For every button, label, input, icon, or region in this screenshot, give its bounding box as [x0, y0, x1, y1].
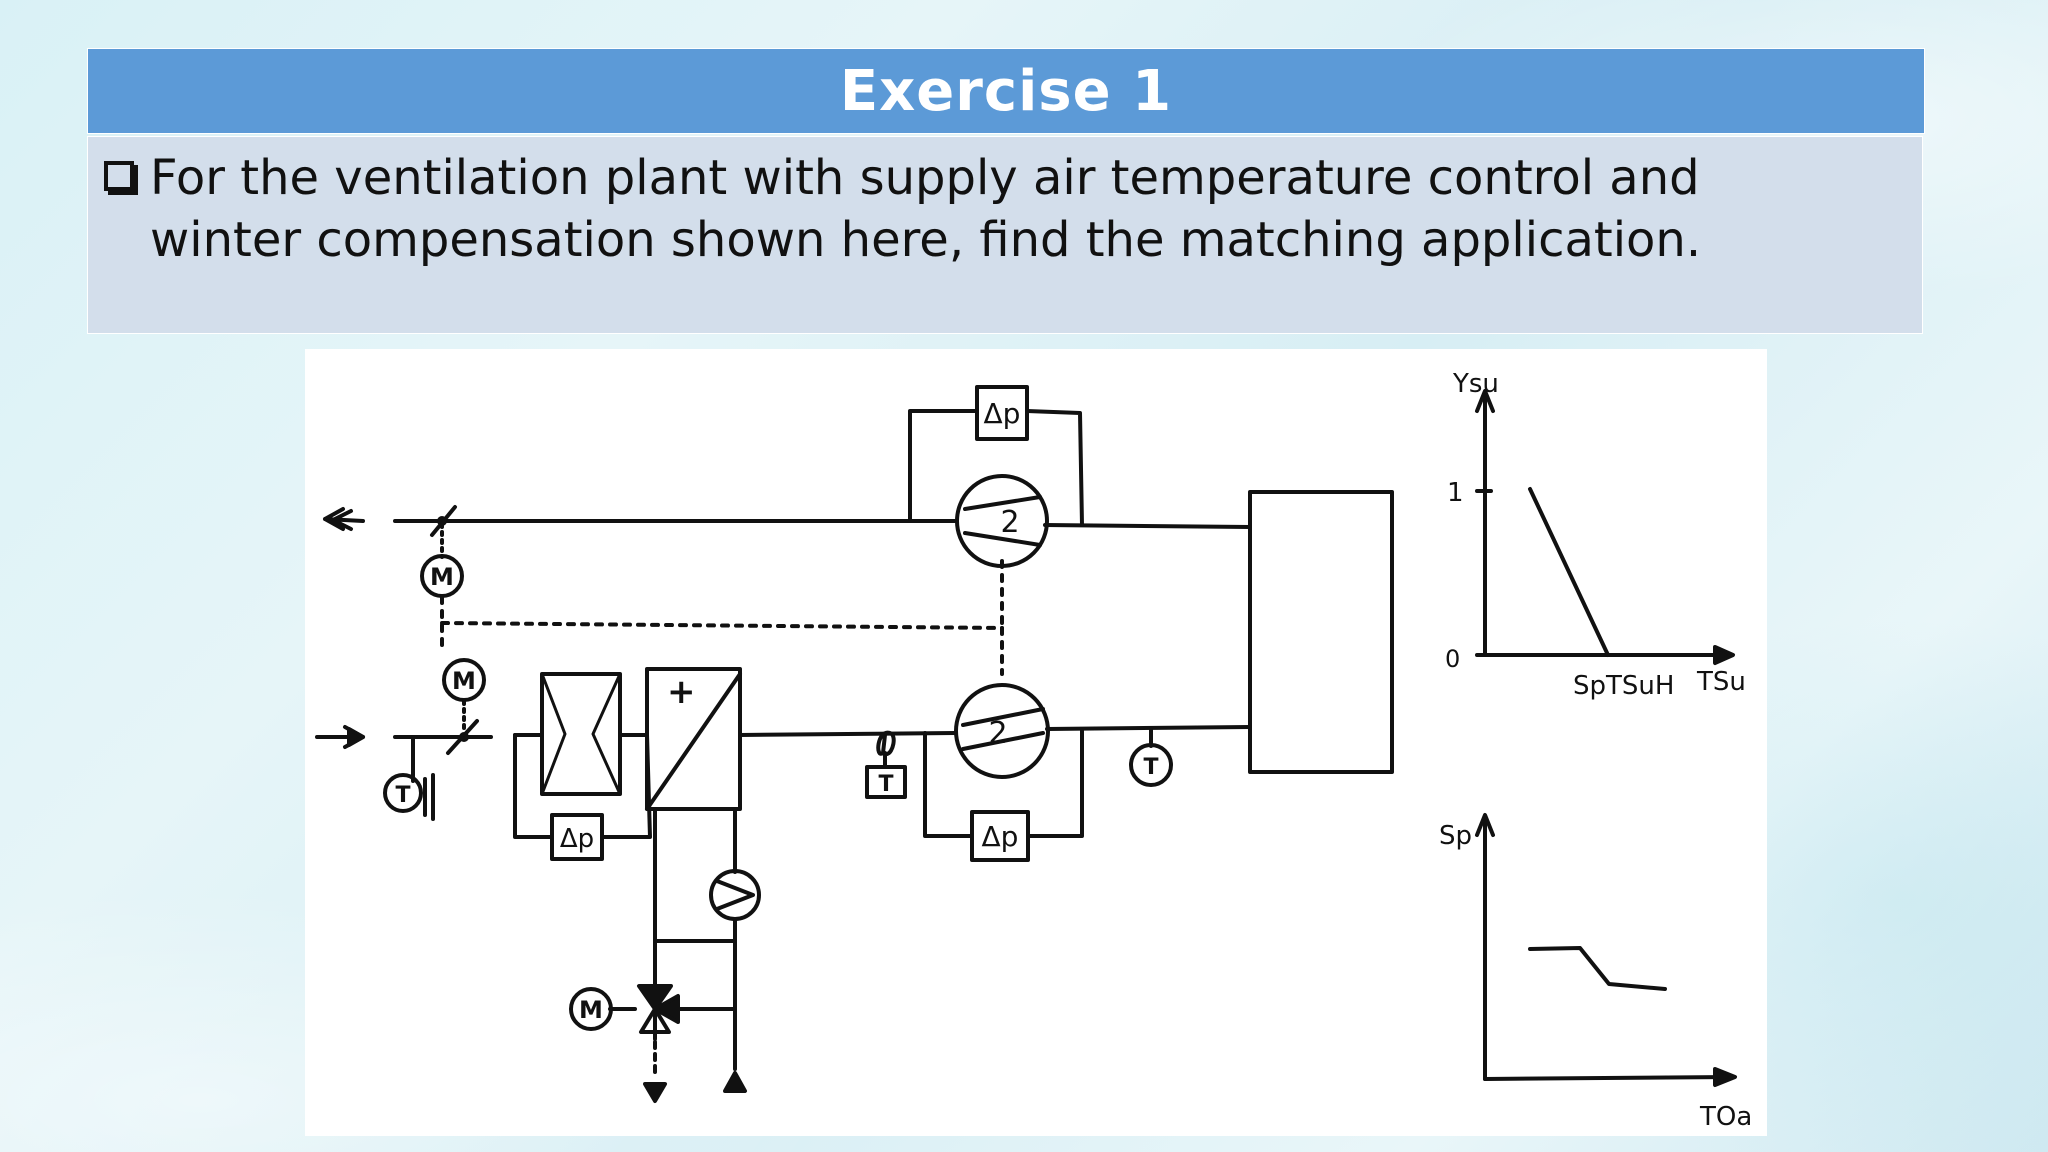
frost-temp-sensor: T	[865, 730, 907, 799]
circulation-pump	[709, 869, 761, 921]
filter	[540, 672, 622, 796]
graph-bottom-x-label: TOa	[1699, 1102, 1752, 1132]
supply-fan-dp-sensor: Δp	[923, 729, 1084, 862]
exhaust-duct	[323, 505, 1252, 559]
graph-bottom: Sp TOa	[1439, 813, 1752, 1132]
hydronic-circuit	[643, 807, 747, 1103]
room-box	[1248, 490, 1394, 774]
motor-label: M	[452, 667, 476, 695]
graph-top-x-label: TSu	[1696, 667, 1746, 697]
supply-fan-number: 2	[988, 716, 1007, 751]
supply-fan: 2	[954, 683, 1050, 779]
slide-title: Exercise 1	[839, 58, 1173, 124]
heater-plus-label: +	[667, 672, 696, 712]
slide-title-bar: Exercise 1	[87, 48, 1925, 134]
graph-bottom-y-label: Sp	[1439, 821, 1472, 851]
temp-sensor-label: T	[395, 783, 410, 808]
temp-sensor-label: T	[878, 772, 893, 797]
graph-top-x-tick-label: SpTSuH	[1573, 671, 1674, 701]
supply-damper-motor: M	[442, 658, 486, 731]
dp-label: Δp	[560, 824, 594, 854]
return-fan-dp-sensor: Δp	[908, 385, 1084, 527]
bullet-text: For the ventilation plant with supply ai…	[150, 150, 1702, 268]
damper-linkage	[440, 559, 1004, 676]
bullet-item: For the ventilation plant with supply ai…	[104, 147, 1862, 271]
return-fan: 2	[955, 474, 1049, 568]
checkbox-bullet-icon	[104, 161, 134, 191]
temp-sensor-label: T	[1143, 755, 1158, 780]
graph-top: Ysu 1 0 SpTSuH TSu	[1445, 369, 1746, 701]
graph-top-y-tick-0: 0	[1445, 645, 1460, 673]
three-way-valve: M	[569, 984, 680, 1034]
dp-label: Δp	[982, 820, 1019, 853]
slide-body-box: For the ventilation plant with supply ai…	[87, 136, 1923, 334]
motor-label: M	[430, 563, 454, 591]
motor-label: M	[579, 996, 603, 1024]
ventilation-plant-diagram: M 2 Δp M	[305, 349, 1767, 1136]
dp-label: Δp	[984, 397, 1021, 430]
return-fan-number: 2	[1000, 505, 1019, 540]
graph-top-y-label: Ysu	[1452, 369, 1499, 399]
supply-temp-sensor: T	[1129, 726, 1173, 787]
filter-dp-sensor: Δp	[513, 733, 652, 861]
supply-duct	[315, 719, 1252, 755]
diagram-svg: M 2 Δp M	[315, 369, 1752, 1132]
outdoor-temp-sensor: T	[383, 735, 435, 821]
heating-coil: +	[645, 667, 742, 811]
graph-top-y-tick-1: 1	[1447, 478, 1464, 508]
exhaust-damper-motor: M	[420, 554, 464, 598]
